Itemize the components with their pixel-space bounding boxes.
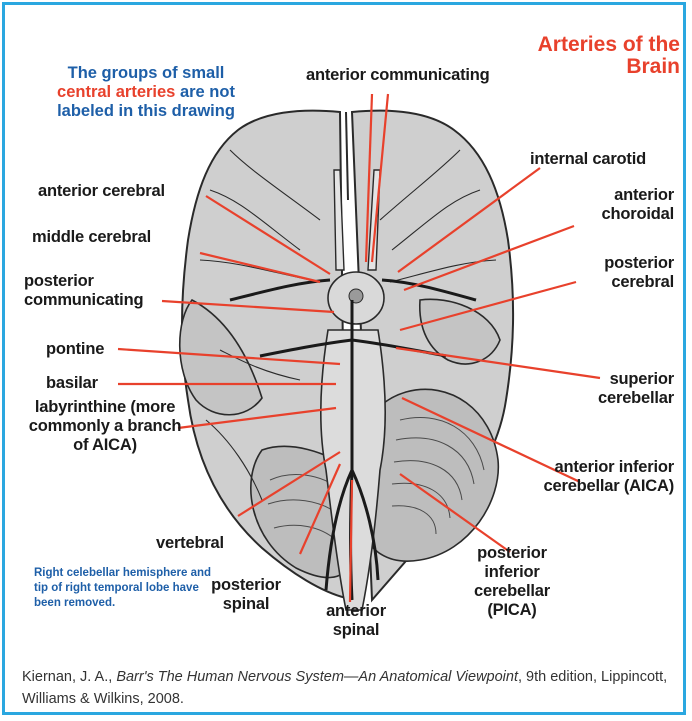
- diagram-title: Arteries of the Brain: [510, 34, 680, 78]
- citation-book: Barr's The Human Nervous System—An Anato…: [116, 669, 518, 685]
- label-anterior-cerebral: anterior cerebral: [38, 182, 165, 201]
- label-basilar: basilar: [46, 374, 98, 393]
- label-middle-cerebral: middle cerebral: [32, 228, 151, 247]
- label-internal-carotid: internal carotid: [530, 150, 646, 169]
- note-line3: labeled in this drawing: [57, 102, 235, 120]
- note-line2-rest: are not: [175, 83, 235, 101]
- note-central-arteries: central arteries: [57, 83, 175, 101]
- note-line1: The groups of small: [68, 64, 225, 82]
- label-anterior-spinal: anterior spinal: [318, 602, 394, 640]
- label-pontine: pontine: [46, 340, 104, 359]
- central-arteries-note: The groups of small central arteries are…: [26, 64, 266, 121]
- label-posterior-communicating: posterior communicating: [24, 272, 164, 310]
- label-aica: anterior inferior cerebellar (AICA): [540, 458, 674, 496]
- label-pica: posterior inferior cerebellar (PICA): [452, 544, 572, 620]
- label-posterior-cerebral: posterior cerebral: [570, 254, 674, 292]
- citation: Kiernan, J. A., Barr's The Human Nervous…: [22, 666, 672, 710]
- removed-note: Right celebellar hemisphere and tip of r…: [34, 566, 224, 611]
- label-anterior-communicating: anterior communicating: [306, 66, 490, 85]
- label-labyrinthine: labyrinthine (more commonly a branch of …: [22, 398, 188, 455]
- label-superior-cerebellar: superior cerebellar: [570, 370, 674, 408]
- label-vertebral: vertebral: [156, 534, 224, 553]
- label-anterior-choroidal: anterior choroidal: [560, 186, 674, 224]
- citation-author: Kiernan, J. A.,: [22, 669, 116, 685]
